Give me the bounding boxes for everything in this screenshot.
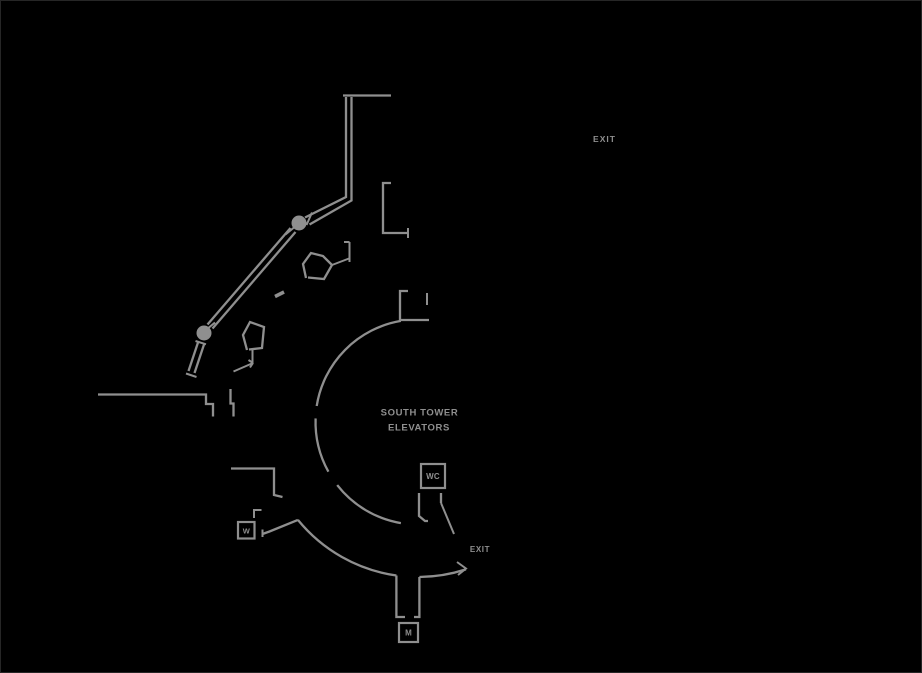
- kiosk-hook-wall: [344, 241, 351, 262]
- escalator-rail-left: [193, 342, 206, 374]
- promenade-outer-arc: [297, 519, 467, 579]
- exit-label-south: EXIT: [470, 545, 490, 554]
- escalator-end-tick: [305, 212, 313, 226]
- restroom-door-jamb: [253, 509, 262, 518]
- west-corridor-wall: [98, 393, 215, 417]
- alcove-wall: [417, 493, 428, 523]
- west-corridor-wall: [229, 389, 235, 417]
- sign-box-border: [236, 520, 256, 540]
- door-swing-arrow: [233, 359, 254, 373]
- escalator-rail-right: [187, 340, 200, 372]
- elevator-core-label-line1: SOUTH TOWER: [381, 408, 459, 419]
- restroom-wall: [231, 467, 283, 499]
- escalator-rail-right: [206, 227, 292, 326]
- womens-restroom-sign: W: [236, 520, 256, 540]
- core-arc-segment: [336, 484, 402, 525]
- escalator-rail-right: [308, 97, 353, 226]
- escalator-node-dot-lower: [196, 325, 212, 341]
- womens-restroom-walls: [231, 467, 299, 537]
- elevator-core-label: SOUTH TOWER ELEVATORS: [381, 408, 459, 434]
- elevator-core-arc: [314, 319, 402, 525]
- bracket-wall: [381, 181, 408, 235]
- core-arc-segment: [314, 418, 330, 473]
- core-entry-wall: [398, 289, 429, 322]
- exit-label-top: EXIT: [593, 134, 616, 144]
- west-walls: [98, 389, 235, 417]
- womens-restroom-label: W: [243, 527, 251, 536]
- corridor-wall: [414, 577, 421, 619]
- escalator-end-tick: [185, 372, 197, 378]
- kiosk-outline: [241, 320, 266, 351]
- south-corridor-walls: [395, 575, 421, 619]
- corridor-wall: [395, 575, 405, 619]
- sign-box-border: [397, 621, 420, 644]
- escalator-node-dot-upper: [291, 215, 307, 231]
- kiosk-outline: [301, 251, 334, 281]
- wc-restroom-label: WC: [426, 472, 440, 481]
- elevator-core-entry-walls: [398, 289, 429, 322]
- sign-box-border: [419, 462, 447, 490]
- wc-alcove-walls: WC: [417, 462, 455, 535]
- elevator-core-label-line2: ELEVATORS: [388, 423, 450, 434]
- kiosk-structure-upper: [301, 241, 351, 281]
- exit-direction-arrow: [456, 561, 468, 576]
- mens-restroom-label: M: [405, 629, 412, 638]
- core-arc-segment: [315, 319, 402, 407]
- kiosk-connector: [331, 257, 350, 266]
- wall-dash: [274, 290, 285, 299]
- kiosk-structure-lower: [233, 320, 266, 373]
- restroom-wall: [262, 518, 299, 536]
- wall-bracket: [381, 181, 409, 238]
- escalator-rail-left: [211, 231, 297, 330]
- mens-restroom-sign: M: [397, 621, 420, 644]
- exit-door-swing: [440, 502, 455, 535]
- escalator-path: [185, 94, 391, 378]
- promenade-arc-segment: [297, 519, 397, 577]
- escalator-rail-left: [304, 97, 348, 219]
